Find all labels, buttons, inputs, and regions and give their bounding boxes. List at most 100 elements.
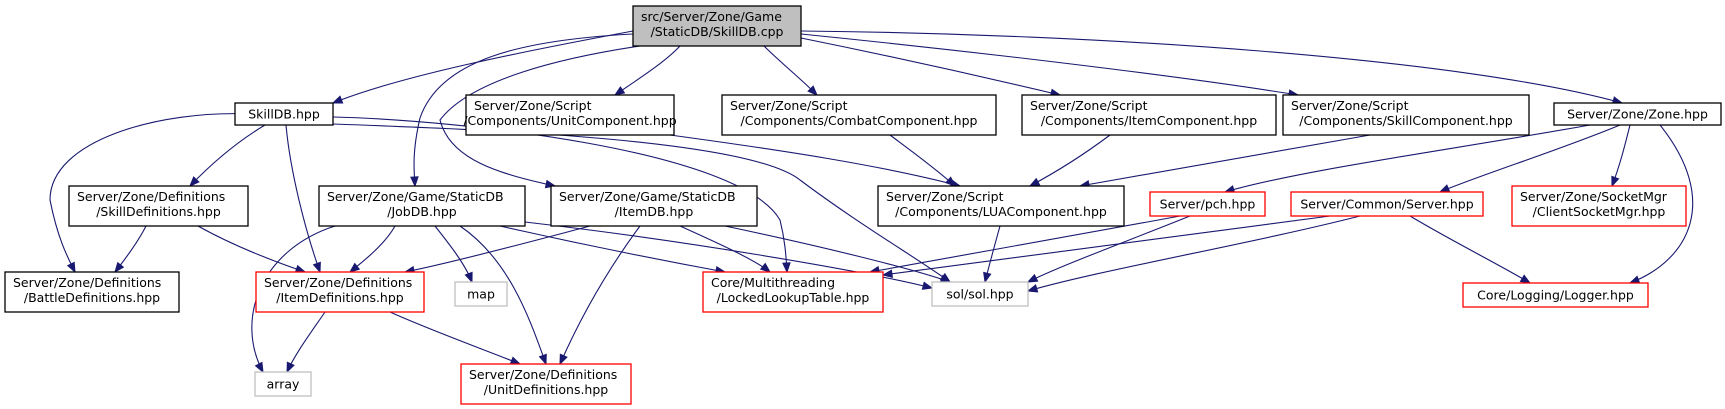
node-zone-hpp[interactable]: Server/Zone/Zone.hpp (1553, 102, 1722, 126)
node-box (68, 185, 249, 227)
edge-itemdb-to-itemdefinitions (403, 225, 591, 275)
edge-line (1027, 215, 1191, 283)
arrowhead (348, 262, 361, 273)
node-box (234, 102, 334, 126)
edge-line (1629, 124, 1694, 284)
edge-line (524, 221, 933, 289)
node-box (254, 371, 312, 397)
edge-line (1611, 124, 1631, 187)
edge-root-to-zone_hpp (800, 30, 1624, 105)
node-map: map (454, 281, 508, 307)
edge-common_server-to-lockedlookuptable (881, 215, 1331, 279)
node-label: /ClientSocketMgr.hpp (1533, 204, 1666, 219)
node-box (454, 281, 508, 307)
node-jobdb[interactable]: Server/Zone/Game/StaticDB/JobDB.hpp (318, 185, 526, 227)
node-common-server[interactable]: Server/Common/Server.hpp (1290, 191, 1484, 217)
edge-line (889, 134, 956, 187)
node-label: Server/Zone/Definitions (13, 275, 161, 290)
node-lockedlookuptable[interactable]: Core/Multithreading/LockedLookupTable.hp… (702, 271, 884, 313)
node-label: Server/Common/Server.hpp (1300, 197, 1473, 212)
node-skilldefinitions[interactable]: Server/Zone/Definitions/SkillDefinitions… (68, 185, 249, 227)
arrowhead (1628, 275, 1641, 284)
edge-line (189, 124, 266, 187)
node-combatcomponent[interactable]: Server/Zone/Script/Components/CombatComp… (721, 94, 997, 136)
node-battledefinitions[interactable]: Server/Zone/Definitions/BattleDefinition… (4, 271, 180, 313)
edge-line (1079, 134, 1371, 187)
arrowhead (66, 261, 76, 274)
edge-common_server-to-logger (1409, 215, 1532, 284)
arrowhead (559, 353, 568, 366)
edge-jobdb-to-sol (524, 221, 934, 290)
node-itemdefinitions[interactable]: Server/Zone/Definitions/ItemDefinitions.… (255, 271, 425, 313)
node-label: Server/Zone/Script (1030, 98, 1148, 113)
node-root[interactable]: src/Server/Zone/Game/StaticDB/SkillDB.cp… (632, 5, 802, 47)
edge-root-to-itemcomponent (800, 37, 1062, 98)
edge-line (724, 225, 951, 283)
edge-combatcomponent-to-luacomponent (889, 134, 957, 187)
edge-line (1224, 124, 1591, 193)
edge-line (285, 124, 321, 273)
edge-line (882, 215, 1331, 276)
node-label: Server/Zone/Game/StaticDB (327, 189, 504, 204)
edge-line (869, 215, 1181, 273)
node-itemcomponent[interactable]: Server/Zone/Script/Components/ItemCompon… (1021, 94, 1277, 136)
arrowhead (759, 262, 772, 273)
edge-line (614, 45, 681, 96)
edge-line (404, 225, 591, 273)
node-label: /Components/UnitComponent.hpp (463, 113, 676, 128)
node-label: /LockedLookupTable.hpp (717, 290, 870, 305)
edge-skilldb_hpp-to-battledefinitions (49, 113, 251, 274)
edge-line (286, 311, 326, 373)
node-label: /Components/ItemComponent.hpp (1041, 113, 1257, 128)
arrowhead (921, 281, 934, 290)
node-box (1553, 102, 1722, 126)
node-logger[interactable]: Core/Logging/Logger.hpp (1462, 282, 1649, 308)
arrowhead (807, 85, 818, 96)
node-box (465, 94, 675, 136)
edge-root-to-unitcomponent (613, 45, 681, 96)
node-box (721, 94, 997, 136)
node-socketmgr[interactable]: Server/Zone/SocketMgr/ClientSocketMgr.hp… (1511, 185, 1687, 227)
node-skillcomponent[interactable]: Server/Zone/Script/Components/SkillCompo… (1282, 94, 1530, 136)
arrowhead (189, 176, 200, 187)
arrowhead (464, 271, 473, 284)
node-label: Server/Zone/Definitions (469, 367, 617, 382)
arrowhead (509, 356, 522, 365)
node-unitdefinitions[interactable]: Server/Zone/Definitions/UnitDefinitions.… (460, 363, 632, 405)
edge-line (499, 225, 726, 273)
node-label: Server/Zone/Script (1291, 98, 1409, 113)
edge-root-to-skilldb_hpp (331, 30, 634, 104)
arrowhead (1026, 273, 1039, 283)
arrowhead (538, 353, 547, 366)
edge-line (49, 113, 251, 273)
edge-zone_hpp-to-socketmgr (1611, 124, 1631, 188)
edge-jobdb-to-unitdefinitions (459, 225, 547, 366)
arrowhead (286, 361, 295, 374)
edge-line (389, 311, 521, 365)
node-itemdb[interactable]: Server/Zone/Game/StaticDB/ItemDB.hpp (550, 185, 758, 227)
node-unitcomponent[interactable]: Server/Zone/Script/Components/UnitCompon… (463, 94, 677, 136)
arrowhead (312, 261, 321, 274)
node-label: Server/Zone/Script (886, 189, 1004, 204)
node-pch[interactable]: Server/pch.hpp (1149, 191, 1266, 217)
edge-line (763, 45, 818, 96)
edge-root-to-jobdb (410, 33, 634, 188)
node-label: Core/Multithreading (711, 275, 835, 290)
edge-line (1027, 215, 1361, 292)
edge-itemcomponent-to-luacomponent (1028, 134, 1111, 187)
arrowhead (114, 261, 125, 274)
edge-line (439, 45, 641, 187)
edge-skillcomponent-to-luacomponent (1078, 134, 1371, 189)
node-skilldb-hpp[interactable]: SkillDB.hpp (234, 102, 334, 126)
edge-skilldefinitions-to-battledefinitions (114, 225, 147, 274)
edge-unitcomponent-to-luacomponent (669, 134, 962, 188)
edge-luacomponent-to-sol (983, 225, 1001, 284)
node-label: array (267, 377, 300, 392)
edge-skilldb_hpp-to-skilldefinitions (189, 124, 266, 187)
node-label: /Components/CombatComponent.hpp (741, 113, 978, 128)
edge-itemdefinitions-to-array (286, 311, 326, 374)
node-label: map (467, 287, 495, 302)
node-box (460, 363, 632, 405)
node-luacomponent[interactable]: Server/Zone/Script/Components/LUACompone… (877, 185, 1125, 227)
arrowhead (945, 176, 957, 187)
